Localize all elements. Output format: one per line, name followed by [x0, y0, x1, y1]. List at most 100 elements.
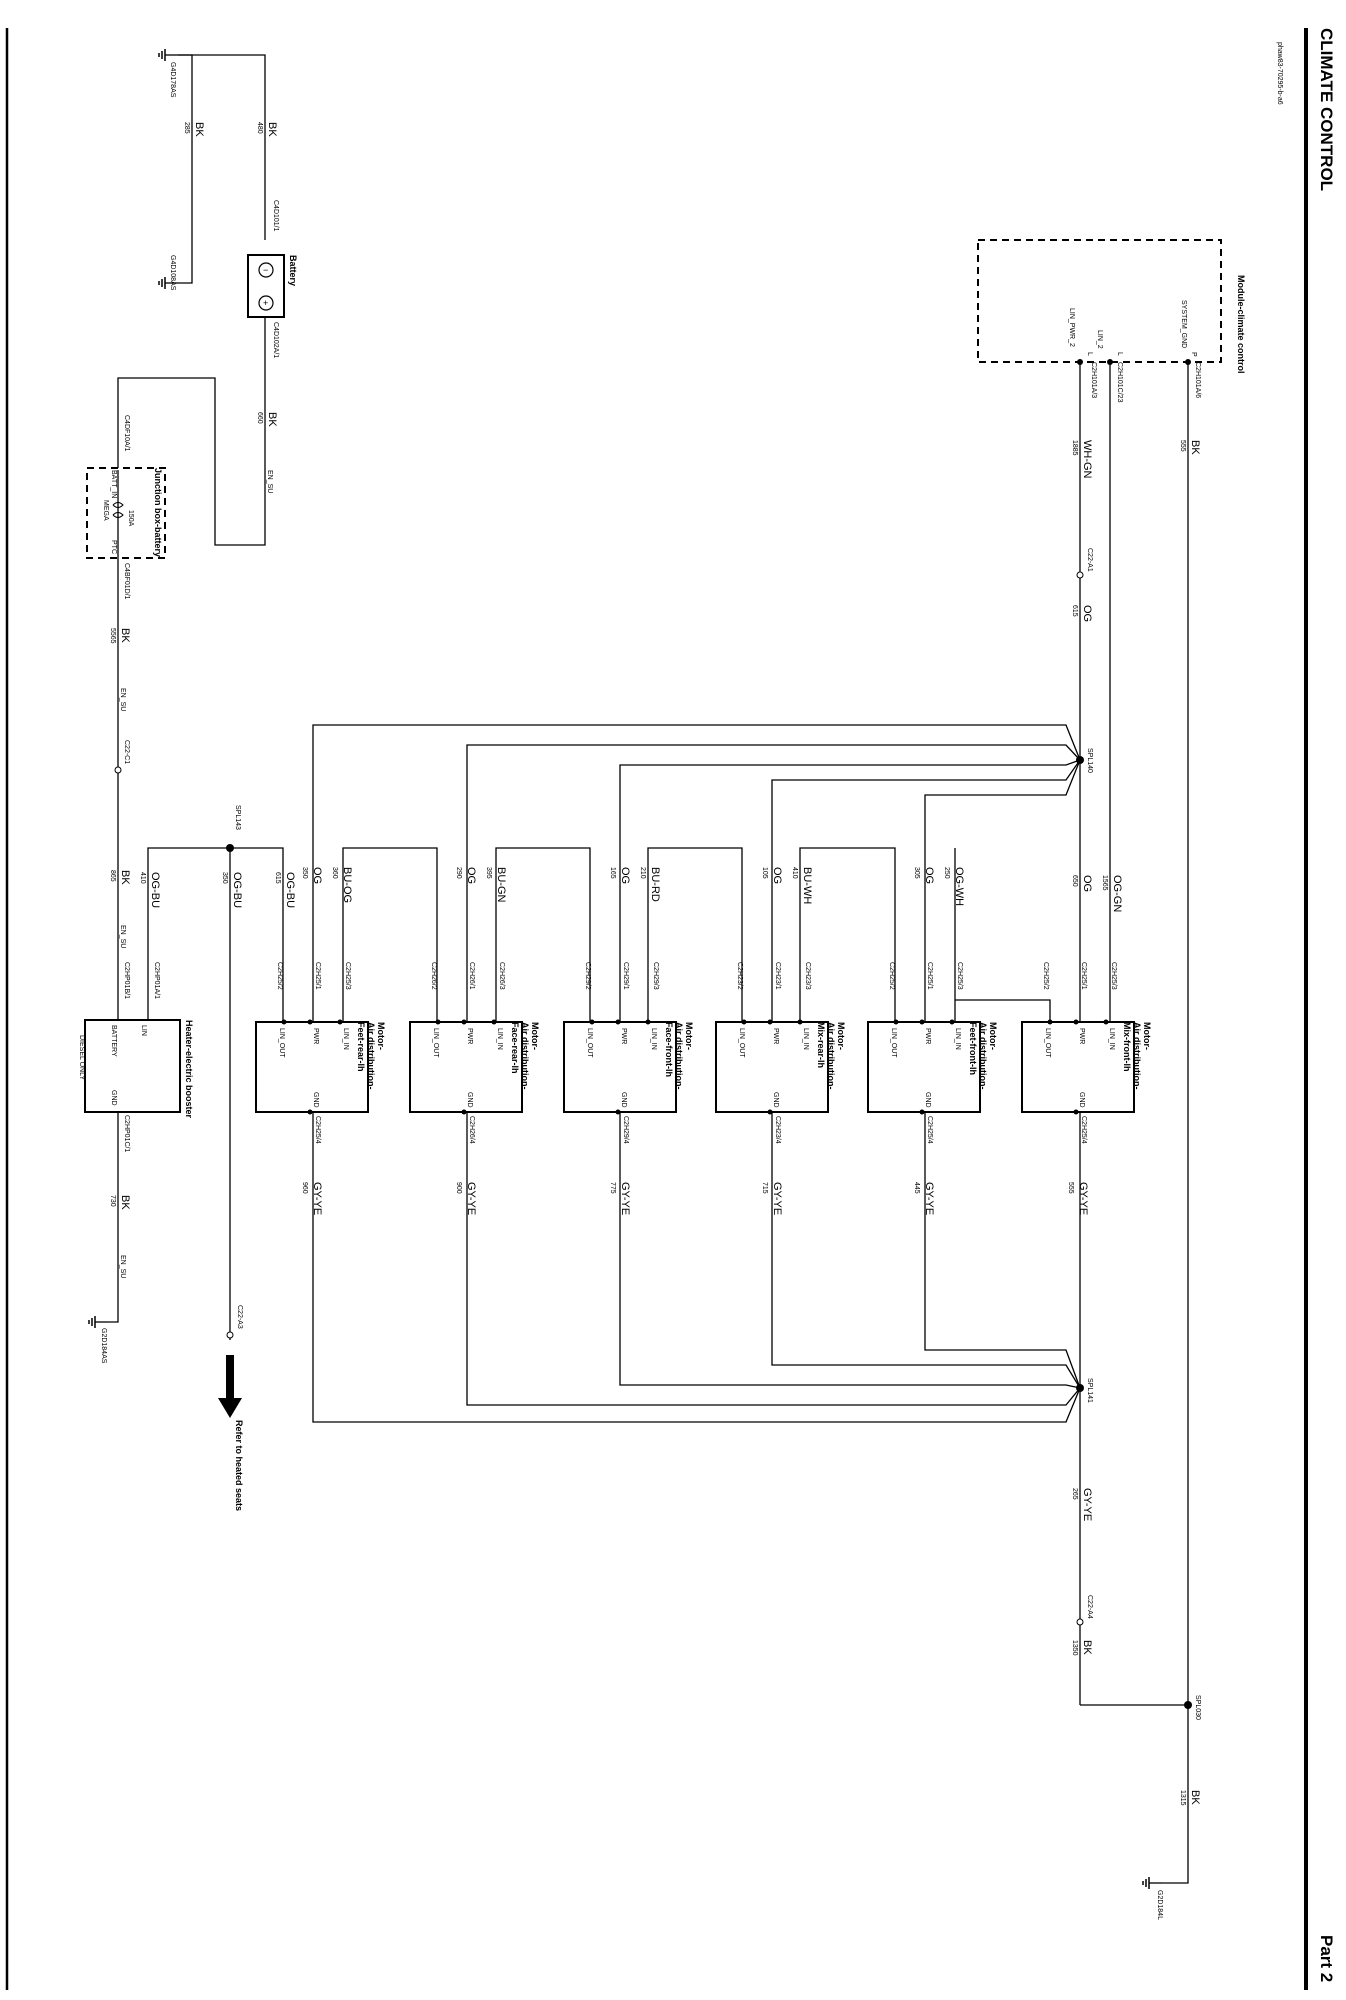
motor-pin-dot: [1073, 1109, 1079, 1115]
page-title: CLIMATE CONTROL: [1317, 28, 1336, 191]
junction-pin-batt-in: BATT_IN: [110, 470, 117, 498]
motor-pin-lin-out: LIN_OUT: [586, 1028, 593, 1058]
wire-color-865: BK: [119, 870, 131, 885]
module-pwr-conn-dot: [1077, 359, 1083, 365]
wire-option-5565: EN_SU: [119, 688, 126, 711]
module-pin-l1: L: [1086, 352, 1093, 356]
connector-c22-a4: C22-A4: [1086, 1595, 1093, 1619]
power-branch-to-motor-6: [312, 724, 1081, 1022]
wire-code-265: 265: [1071, 1488, 1078, 1500]
fuse-icon: [112, 502, 124, 518]
motor-pin-pwr: PWR: [772, 1028, 779, 1044]
module-pin-l2: L: [1116, 352, 1123, 356]
motor-name-line: Motor-: [1142, 1022, 1152, 1050]
motor-box-2: [867, 1021, 981, 1113]
motor-pin-dot: [767, 1109, 773, 1115]
motor-pin-dot: [461, 1109, 467, 1115]
module-pin-lin2: LIN_2: [1096, 330, 1103, 349]
motor-lin-wire-code: 395: [485, 867, 492, 879]
motor-conn-gnd: C2H25/4: [1080, 1116, 1087, 1144]
ground-splice-section: SPL141 GY-YE 265 C22-A4 BK 1350 SPL030 B…: [312, 1112, 1201, 1920]
motor-pin-gnd: GND: [466, 1092, 473, 1108]
splice-spl143-label: SPL143: [234, 805, 241, 830]
motor-conn-pwr: C2H25/1: [314, 962, 321, 990]
battery-feed-wire: [117, 317, 266, 546]
motor-pin-lin-in: LIN_IN: [802, 1028, 809, 1050]
motor-conn-lin: C2H26/3: [498, 962, 505, 990]
inline-connector-c22-a1: [1076, 571, 1084, 579]
motor-pin-lin-in: LIN_IN: [954, 1028, 961, 1050]
motor-pin-dot: [589, 1019, 595, 1025]
motor-pin-gnd: GND: [620, 1092, 627, 1108]
module-pin-lin-pwr2: LIN_PWR_2: [1068, 308, 1075, 347]
heater-pin-gnd: GND: [110, 1090, 117, 1106]
heater-booster-note: DIESEL ONLY: [78, 1035, 85, 1080]
motor-gnd-wire-color: GY-YE: [465, 1182, 477, 1215]
wire-color-650: OG: [1081, 875, 1093, 892]
wire-color-730: BK: [119, 1195, 131, 1210]
motor-pwr-wire-color: OG: [923, 867, 935, 884]
motor-pin-lin-in: LIN_IN: [342, 1028, 349, 1050]
wire-code-650: 650: [1071, 875, 1078, 887]
motor-conn-lin: C2H29/3: [652, 962, 659, 990]
splice-spl141-label: SPL141: [1086, 1378, 1093, 1403]
lin-link-2-3: [799, 847, 896, 1022]
motor-pin-dot: [949, 1019, 955, 1025]
motor-pin-pwr: PWR: [620, 1028, 627, 1044]
heater-battery-option: EN_SU: [119, 925, 126, 948]
junction-box-frame: [86, 467, 166, 559]
module-lin-conn-dot: [1107, 359, 1113, 365]
ground-icon: [1142, 1877, 1162, 1889]
motor-conn-pwr: C2H25/1: [1080, 962, 1087, 990]
motor-conn-gnd: C2H26/4: [468, 1116, 475, 1144]
lin-link-5-6: [342, 847, 438, 1022]
motor-pwr-wire-code: 165: [609, 867, 616, 879]
motor-name-line: Air distribution-: [826, 1022, 836, 1090]
motor-conn-out: C2H26/2: [430, 962, 437, 990]
battery-pos-conn: C4D102A/1: [272, 322, 279, 358]
wire-color-350-seats: OG-BU: [231, 872, 243, 908]
motor-pwr-wire-code: 290: [455, 867, 462, 879]
wire-code-730: 730: [109, 1195, 116, 1207]
connector-c22-a1: C22-A1: [1086, 548, 1093, 572]
motor-box-4: [563, 1021, 677, 1113]
motor-pin-gnd: GND: [772, 1092, 779, 1108]
ground-branch-from-motor-2: [924, 1112, 1081, 1389]
module-conn-gnd: C2H101A/6: [1194, 362, 1201, 398]
heater-booster-box: [84, 1019, 181, 1113]
motors-layer: Motor-Air distribution-Mix-front-lhLIN_I…: [255, 867, 1152, 1215]
wire-option-en-su: EN_SU: [266, 470, 273, 493]
junction-box-name: Junction box-battery: [153, 468, 163, 557]
motor-name-line: Face-front-lh: [664, 1022, 674, 1077]
wire-color-285: BK: [193, 122, 205, 137]
motor-conn-lin: C2H25/3: [1110, 962, 1117, 990]
final-ground-wire: [1162, 1705, 1189, 1884]
wire-code-1315: 1315: [1179, 1790, 1186, 1806]
motor-pwr-wire-code: 350: [301, 867, 308, 879]
motor-gnd-wire-color: GY-YE: [1077, 1182, 1089, 1215]
climate-module-section: Module-climate control SYSTEM_GND P LIN_…: [977, 239, 1246, 1705]
motor-gnd-wire-color: GY-YE: [619, 1182, 631, 1215]
battery-negative-symbol: −: [263, 265, 268, 275]
connector-c22-c1: C22-C1: [123, 740, 130, 764]
motor-lin-wire-code: 360: [331, 867, 338, 879]
junction-pin-mega: MEGA: [102, 500, 109, 521]
motor-pin-dot: [491, 1019, 497, 1025]
ground-branch-from-motor-6: [312, 1112, 1081, 1423]
motor-pin-dot: [615, 1019, 621, 1025]
motor-conn-out: C2H25/2: [888, 962, 895, 990]
motor-pin-pwr: PWR: [924, 1028, 931, 1044]
motor-lin-wire-code: 410: [791, 867, 798, 879]
motor-name-line: Air distribution-: [366, 1022, 376, 1090]
motor-name-line: Feet-front-lh: [968, 1022, 978, 1075]
motor-conn-gnd: C2H25/4: [314, 1116, 321, 1144]
wire-code-615: 615: [1071, 605, 1078, 617]
motor-gnd-wire-code: 555: [1067, 1182, 1074, 1194]
wire-color-1350: BK: [1081, 1640, 1093, 1655]
splice-spl140-label: SPL140: [1086, 748, 1093, 773]
ground-icon: [158, 49, 178, 61]
motor-pin-dot: [307, 1019, 313, 1025]
motor-name-line: Air distribution-: [978, 1022, 988, 1090]
motor-conn-gnd: C2H25/4: [926, 1116, 933, 1144]
wire-code-480: 480: [256, 122, 263, 134]
